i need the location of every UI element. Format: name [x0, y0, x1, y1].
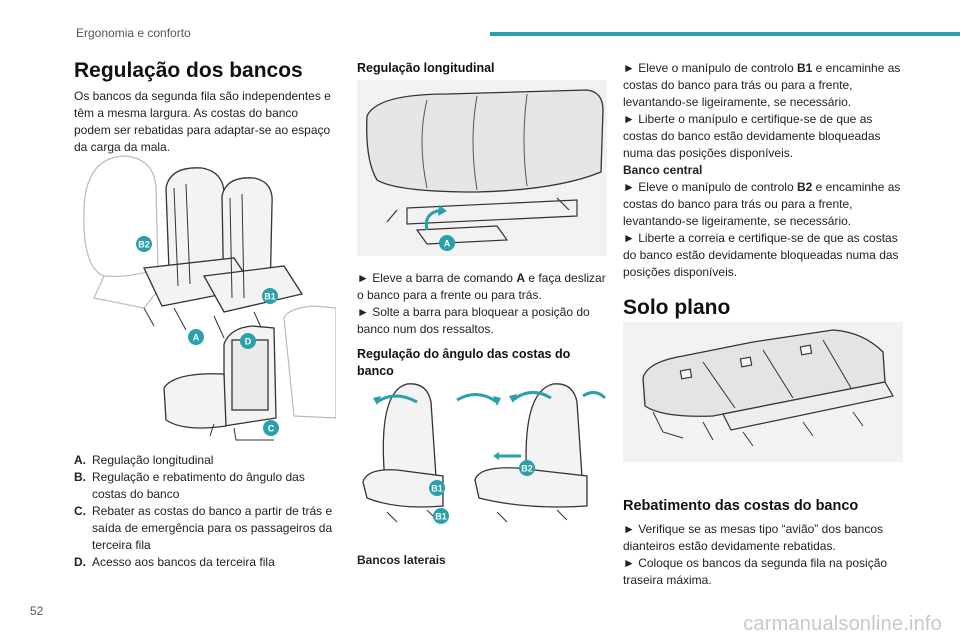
step-raise-b1: Eleve o manípulo de controlo B1 e encami… — [623, 60, 903, 111]
figure-label-b2: B2 — [138, 240, 150, 250]
step-release-b1: Liberte o manípulo e certifique-se de qu… — [623, 111, 903, 162]
heading-center-seat: Banco central — [623, 163, 703, 177]
step-text: e encaminhe as costas do banco para trás… — [623, 61, 901, 109]
longitudinal-adjust-figure: A — [357, 80, 607, 256]
heading-fold-backrest: Rebatimento das costas do banco — [623, 498, 859, 514]
intro-paragraph: Os bancos da segunda fila são independen… — [74, 89, 331, 154]
step-raise-bar: Eleve a barra de comando A e faça desliz… — [357, 270, 607, 304]
step-raise-b2: Eleve o manípulo de controlo B2 e encami… — [623, 179, 903, 230]
page-number: 52 — [30, 604, 44, 618]
figure-label-b1: B1 — [435, 512, 447, 522]
step-text: Eleve o manípulo de controlo — [638, 61, 797, 75]
figure-label-b2: B2 — [521, 464, 533, 474]
step-text: Eleve o manípulo de controlo — [638, 180, 797, 194]
flat-floor-figure — [623, 322, 903, 462]
step-text: Eleve a barra de comando — [372, 271, 517, 285]
figure-label-d: D — [245, 337, 252, 347]
figure-label-c: C — [268, 424, 275, 434]
legend-text: Regulação e rebatimento do ângulo das co… — [92, 470, 305, 501]
column-right: Eleve o manípulo de controlo B1 e encami… — [623, 60, 903, 325]
page-title: Regulação dos bancos — [74, 59, 303, 82]
step-release-strap: Liberte a correia e certifique-se de que… — [623, 230, 903, 281]
step-text: e encaminhe as costas do banco para trás… — [623, 180, 901, 228]
legend-text: Rebater as costas do banco a partir de t… — [92, 504, 333, 552]
legend-item: C. Rebater as costas do banco a partir d… — [74, 503, 336, 554]
step-text: Verifique se as mesas tipo “avião” dos b… — [623, 522, 884, 553]
longitudinal-steps: Eleve a barra de comando A e faça desliz… — [357, 270, 607, 380]
figure-label-b1: B1 — [264, 292, 276, 302]
section-title: Ergonomia e conforto — [76, 26, 191, 40]
step-release-bar: Solte a barra para bloquear a posição do… — [357, 304, 607, 338]
legend-key: D. — [74, 555, 86, 569]
heading-flat-floor: Solo plano — [623, 296, 731, 319]
fold-section: Rebatimento das costas do banco Verifiqu… — [623, 498, 903, 589]
figure-label-a: A — [444, 239, 451, 249]
step-text: Coloque os bancos da segunda fila na pos… — [623, 556, 888, 587]
heading-longitudinal: Regulação longitudinal — [357, 61, 495, 75]
header-accent-bar — [490, 32, 960, 36]
caption-side: Bancos laterais — [357, 552, 607, 569]
step-move-seats: Coloque os bancos da segunda fila na pos… — [623, 555, 903, 589]
control-key: A — [516, 271, 525, 285]
step-check-tables: Verifique se as mesas tipo “avião” dos b… — [623, 521, 903, 555]
heading-angle: Regulação do ângulo das costas do banco — [357, 347, 571, 378]
seats-overview-figure: B2 B1 A D C — [83, 155, 336, 441]
watermark: carmanualsonline.info — [743, 613, 942, 635]
column-middle: Regulação longitudinal — [357, 60, 607, 77]
caption-side-seats: Bancos laterais — [357, 553, 446, 567]
legend-key: C. — [74, 504, 86, 518]
step-text: Solte a barra para bloquear a posição do… — [357, 305, 590, 336]
column-left: Regulação dos bancos Os bancos da segund… — [74, 58, 336, 156]
backrest-angle-figure: B1 B2 B1 — [362, 383, 607, 524]
legend-key: A. — [74, 453, 86, 467]
legend-item: B. Regulação e rebatimento do ângulo das… — [74, 469, 336, 503]
figure-label-a: A — [193, 333, 200, 343]
control-key: B2 — [796, 180, 813, 194]
legend-item: D. Acesso aos bancos da terceira fila — [74, 554, 336, 571]
figure-label-b1: B1 — [431, 484, 443, 494]
legend-text: Regulação longitudinal — [92, 453, 214, 467]
legend-item: A. Regulação longitudinal — [74, 452, 336, 469]
step-text: e faça deslizar o banco para a frente ou… — [357, 271, 606, 302]
legend-text: Acesso aos bancos da terceira fila — [92, 555, 275, 569]
legend-key: B. — [74, 470, 86, 484]
step-text: Liberte a correia e certifique-se de que… — [623, 231, 899, 279]
step-text: Liberte o manípulo e certifique-se de qu… — [623, 112, 881, 160]
control-key: B1 — [796, 61, 813, 75]
legend-list: A. Regulação longitudinal B. Regulação e… — [74, 452, 336, 571]
